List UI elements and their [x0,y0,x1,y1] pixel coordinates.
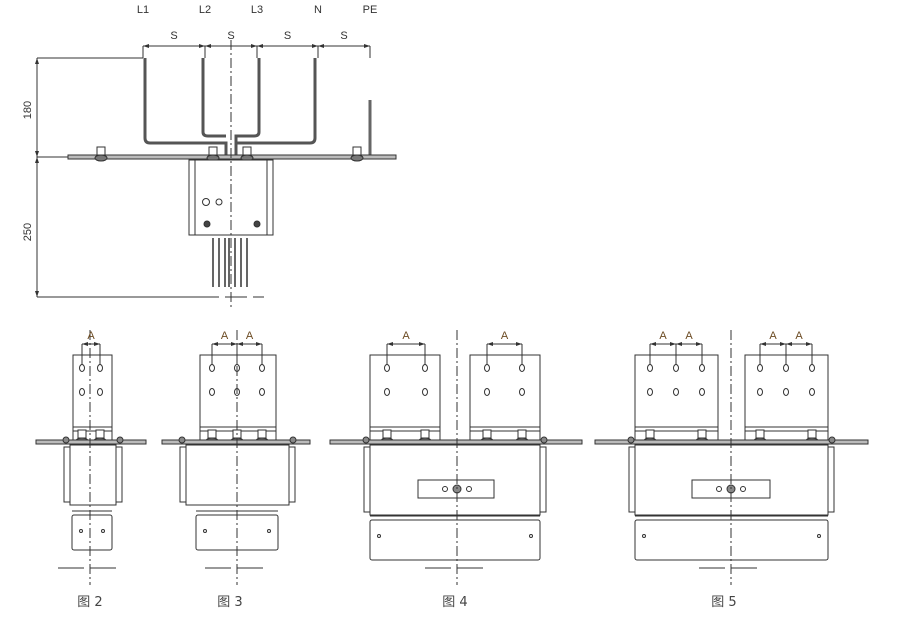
bolt-icon [755,429,765,439]
dim-label-a: A [501,330,509,342]
dimension-250: 250 [22,223,34,241]
figure-caption: 图 3 [217,595,242,610]
dim-label-a: A [402,330,410,342]
dim-label-a: A [685,330,693,342]
bolt-icon [208,146,218,156]
bolt-icon [207,429,217,439]
dim-label-a: A [221,330,229,342]
bolt-icon [242,146,252,156]
bolt-icon [77,429,87,439]
bolt-icon [645,429,655,439]
dim-label-a: A [659,330,667,342]
phase-label: N [314,4,322,16]
spacing-label: S [227,30,234,42]
spacing-label: S [284,30,291,42]
bolt-icon [517,429,527,439]
bolt-icon [257,429,267,439]
main-busbar-drawing [35,40,397,310]
figure-caption: 图 2 [77,595,102,610]
dim-label-a: A [769,330,777,342]
bolt-icon [382,429,392,439]
spacing-label: S [340,30,347,42]
bolt-icon [352,146,362,156]
bolt-icon [807,429,817,439]
phase-label: L2 [199,4,211,16]
spacing-label: S [170,30,177,42]
dim-label-a: A [246,330,254,342]
phase-label: PE [363,4,378,16]
figure-3 [161,330,311,585]
dimension-180: 180 [22,101,34,119]
figure-caption: 图 5 [711,595,736,610]
figure-4 [329,330,583,585]
figure-2 [35,330,147,585]
bolt-icon [95,429,105,439]
bolt-icon [96,146,106,156]
bolt-icon [420,429,430,439]
phase-label: L1 [137,4,149,16]
dim-label-a: A [795,330,803,342]
figure-drawings [35,330,869,585]
figure-5 [594,330,869,585]
figure-caption: 图 4 [442,595,467,610]
dim-label-a: A [87,330,95,342]
phase-label: L3 [251,4,263,16]
bolt-icon [697,429,707,439]
bolt-icon [482,429,492,439]
